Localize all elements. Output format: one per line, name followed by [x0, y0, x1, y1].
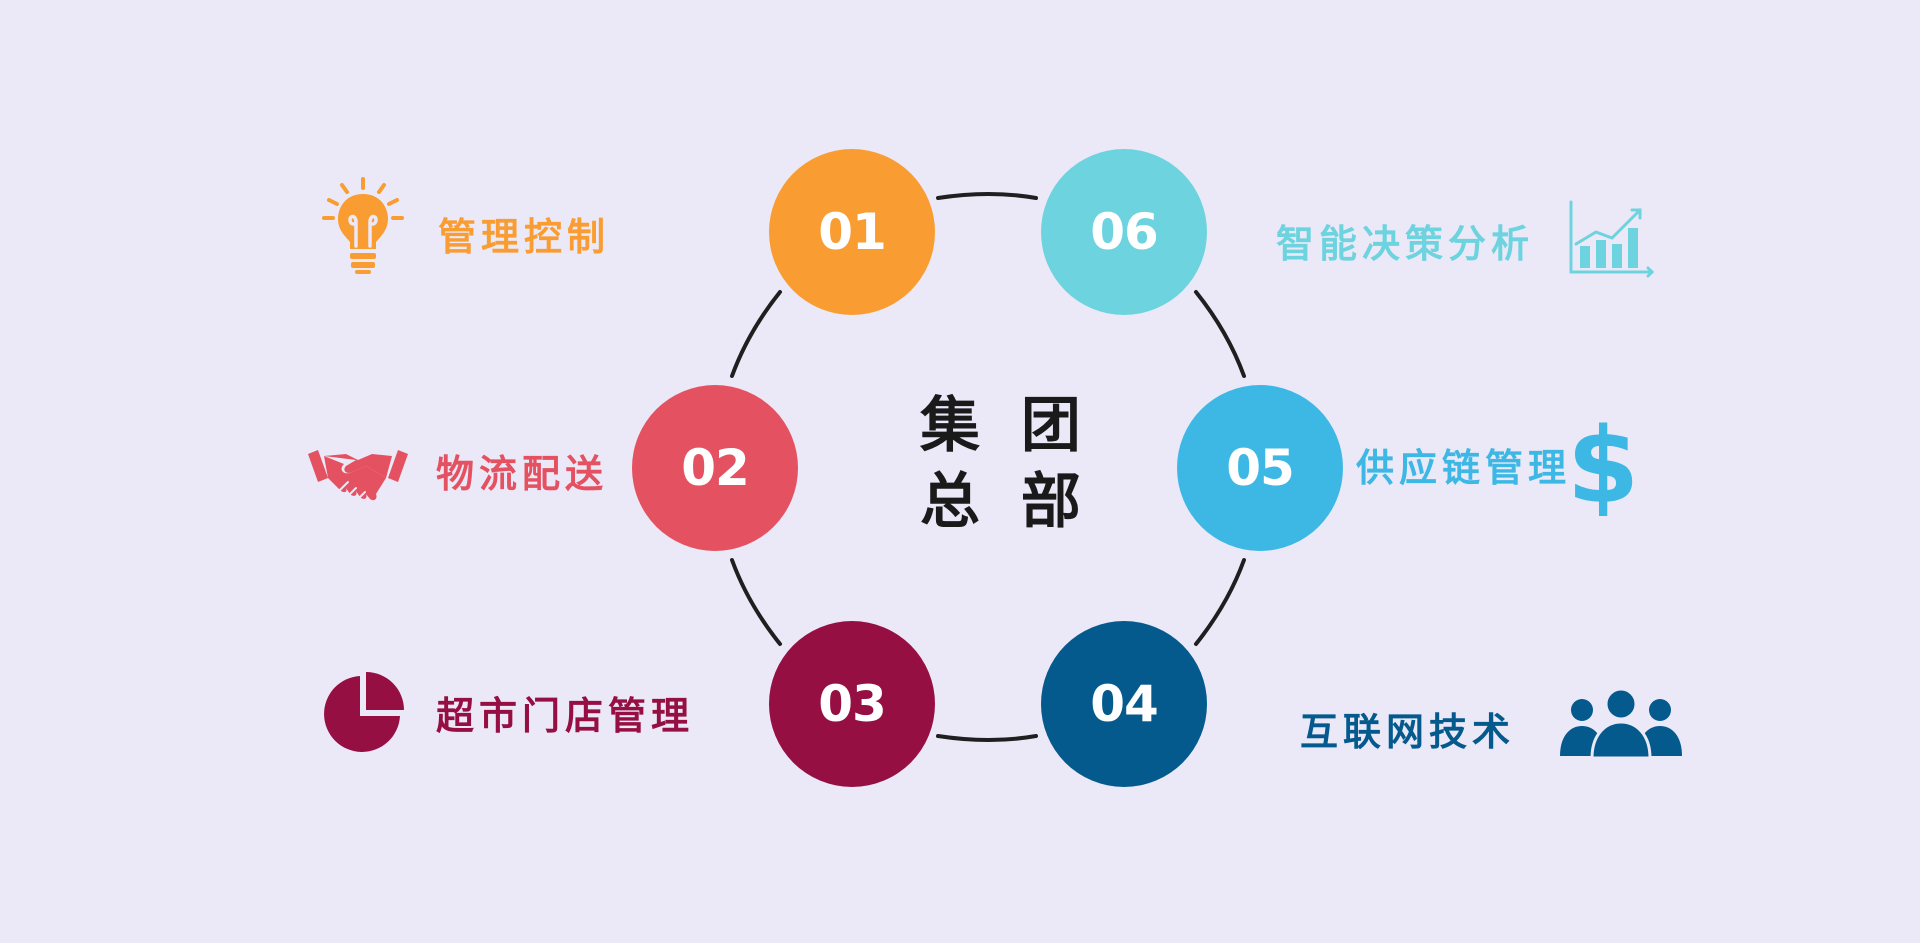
bar-chart-icon [1566, 200, 1656, 280]
users-icon [1556, 686, 1686, 758]
label-05: 供应链管理 [1356, 446, 1572, 490]
label-02: 物流配送 [436, 452, 609, 496]
node-03: 03 [769, 621, 935, 787]
ring-arc-05-04 [1194, 558, 1246, 646]
handshake-icon [306, 444, 410, 516]
lightbulb-icon [320, 176, 406, 276]
node-01: 01 [769, 149, 935, 315]
ring-arc-02-01 [730, 290, 782, 378]
ring-arc-04-03 [936, 734, 1038, 742]
dollar-icon: $ [1568, 420, 1638, 516]
center-title: 集 团 总 部 [920, 388, 1091, 540]
svg-text:$: $ [1568, 420, 1638, 516]
node-02: 02 [632, 385, 798, 551]
label-03: 超市门店管理 [436, 694, 695, 738]
ring-arc-01-06 [936, 192, 1038, 200]
center-title-line1: 集 团 [920, 391, 1091, 461]
ring-arc-06-05 [1194, 290, 1246, 378]
label-01: 管理控制 [438, 215, 611, 259]
ring-arc-03-02 [730, 558, 782, 646]
node-04: 04 [1041, 621, 1207, 787]
node-05: 05 [1177, 385, 1343, 551]
node-06: 06 [1041, 149, 1207, 315]
label-04: 互联网技术 [1300, 710, 1516, 754]
center-title-line2: 总 部 [920, 467, 1091, 537]
label-06: 智能决策分析 [1276, 222, 1535, 266]
pie-chart-icon [320, 672, 404, 756]
